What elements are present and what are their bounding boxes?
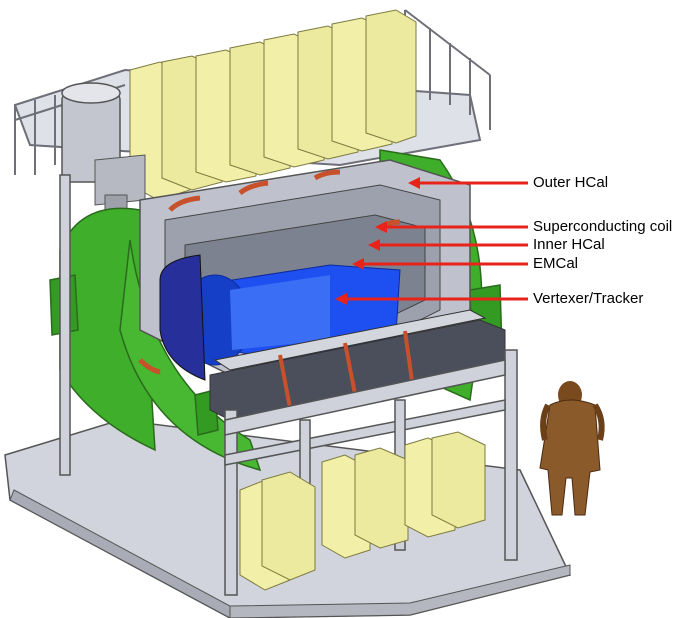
label-inner-hcal: Inner HCal	[533, 236, 605, 253]
coil-bands	[138, 169, 401, 375]
label-vertexer-tracker: Vertexer/Tracker	[533, 290, 644, 307]
arrowhead-emcal	[352, 258, 364, 270]
scale-figure	[539, 381, 605, 516]
arrowhead-outer-hcal	[408, 177, 420, 189]
label-superconducting-coil: Superconducting coil	[533, 218, 673, 235]
label-outer-hcal: Outer HCal	[533, 174, 609, 191]
label-emcal: EMCal	[533, 255, 579, 272]
arrowhead-inner-hcal	[368, 239, 380, 251]
arrowhead-superconducting-coil	[375, 221, 387, 233]
bottom-modules	[239, 431, 486, 591]
arrowhead-vertexer-tracker	[335, 293, 347, 305]
lower-calorimeter	[209, 309, 506, 421]
top-modules	[129, 9, 417, 201]
callout-arrows	[335, 177, 528, 305]
